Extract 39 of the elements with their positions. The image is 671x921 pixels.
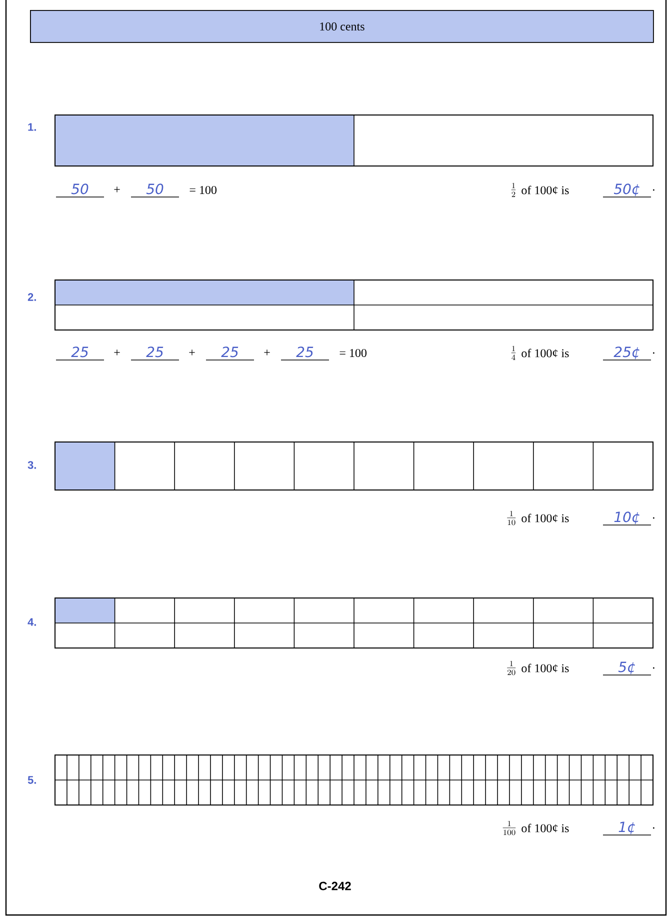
sentence-text: of 100¢ is: [522, 824, 569, 832]
sentence-text: = 100: [340, 348, 366, 358]
sentence-text: .: [652, 827, 654, 829]
sentence-text: of 100¢ is: [522, 186, 569, 194]
sentence-text: = 100: [190, 186, 216, 194]
question-number: 3.: [28, 461, 36, 469]
answer-field: 50¢: [602, 184, 652, 198]
fraction: $\frac{1}{4}$: [511, 346, 516, 360]
fraction: $\frac{1}{10}$: [507, 510, 516, 526]
header-box: 100 cents: [30, 10, 654, 43]
fraction: $\frac{1}{20}$: [507, 660, 516, 676]
sentence-text: of 100¢ is: [522, 348, 569, 358]
answer-field: 25: [206, 346, 254, 360]
fraction: $\frac{1}{2}$: [511, 182, 516, 198]
question-number: 1.: [28, 123, 36, 131]
plus-sign: +: [114, 186, 120, 192]
question-number: 4.: [28, 618, 36, 626]
page-code: C-242: [319, 882, 351, 890]
sentence-text: .: [652, 667, 654, 669]
plus-sign: +: [264, 350, 270, 356]
fraction: $\frac{1}{100}$: [502, 820, 516, 836]
answer-field: 25¢: [602, 346, 652, 360]
sentence-text: .: [652, 189, 654, 191]
question-number: 2.: [28, 293, 36, 301]
answer-field: 25: [280, 346, 330, 360]
sentence-text: .: [652, 352, 654, 354]
answer-field: 25: [56, 346, 104, 360]
answer-field: 10¢: [602, 512, 652, 526]
answer-field: 5¢: [602, 662, 652, 676]
sentence-text: .: [652, 517, 654, 519]
plus-sign: +: [189, 350, 195, 356]
answer-field: 25: [130, 346, 180, 360]
sentence-text: of 100¢ is: [522, 514, 569, 522]
answer-field: 1¢: [602, 822, 652, 836]
sentence-text: of 100¢ is: [522, 664, 569, 672]
answer-field: 50: [130, 184, 180, 198]
plus-sign: +: [114, 350, 120, 356]
answer-field: 50: [56, 184, 104, 198]
question-number: 5.: [28, 776, 36, 784]
